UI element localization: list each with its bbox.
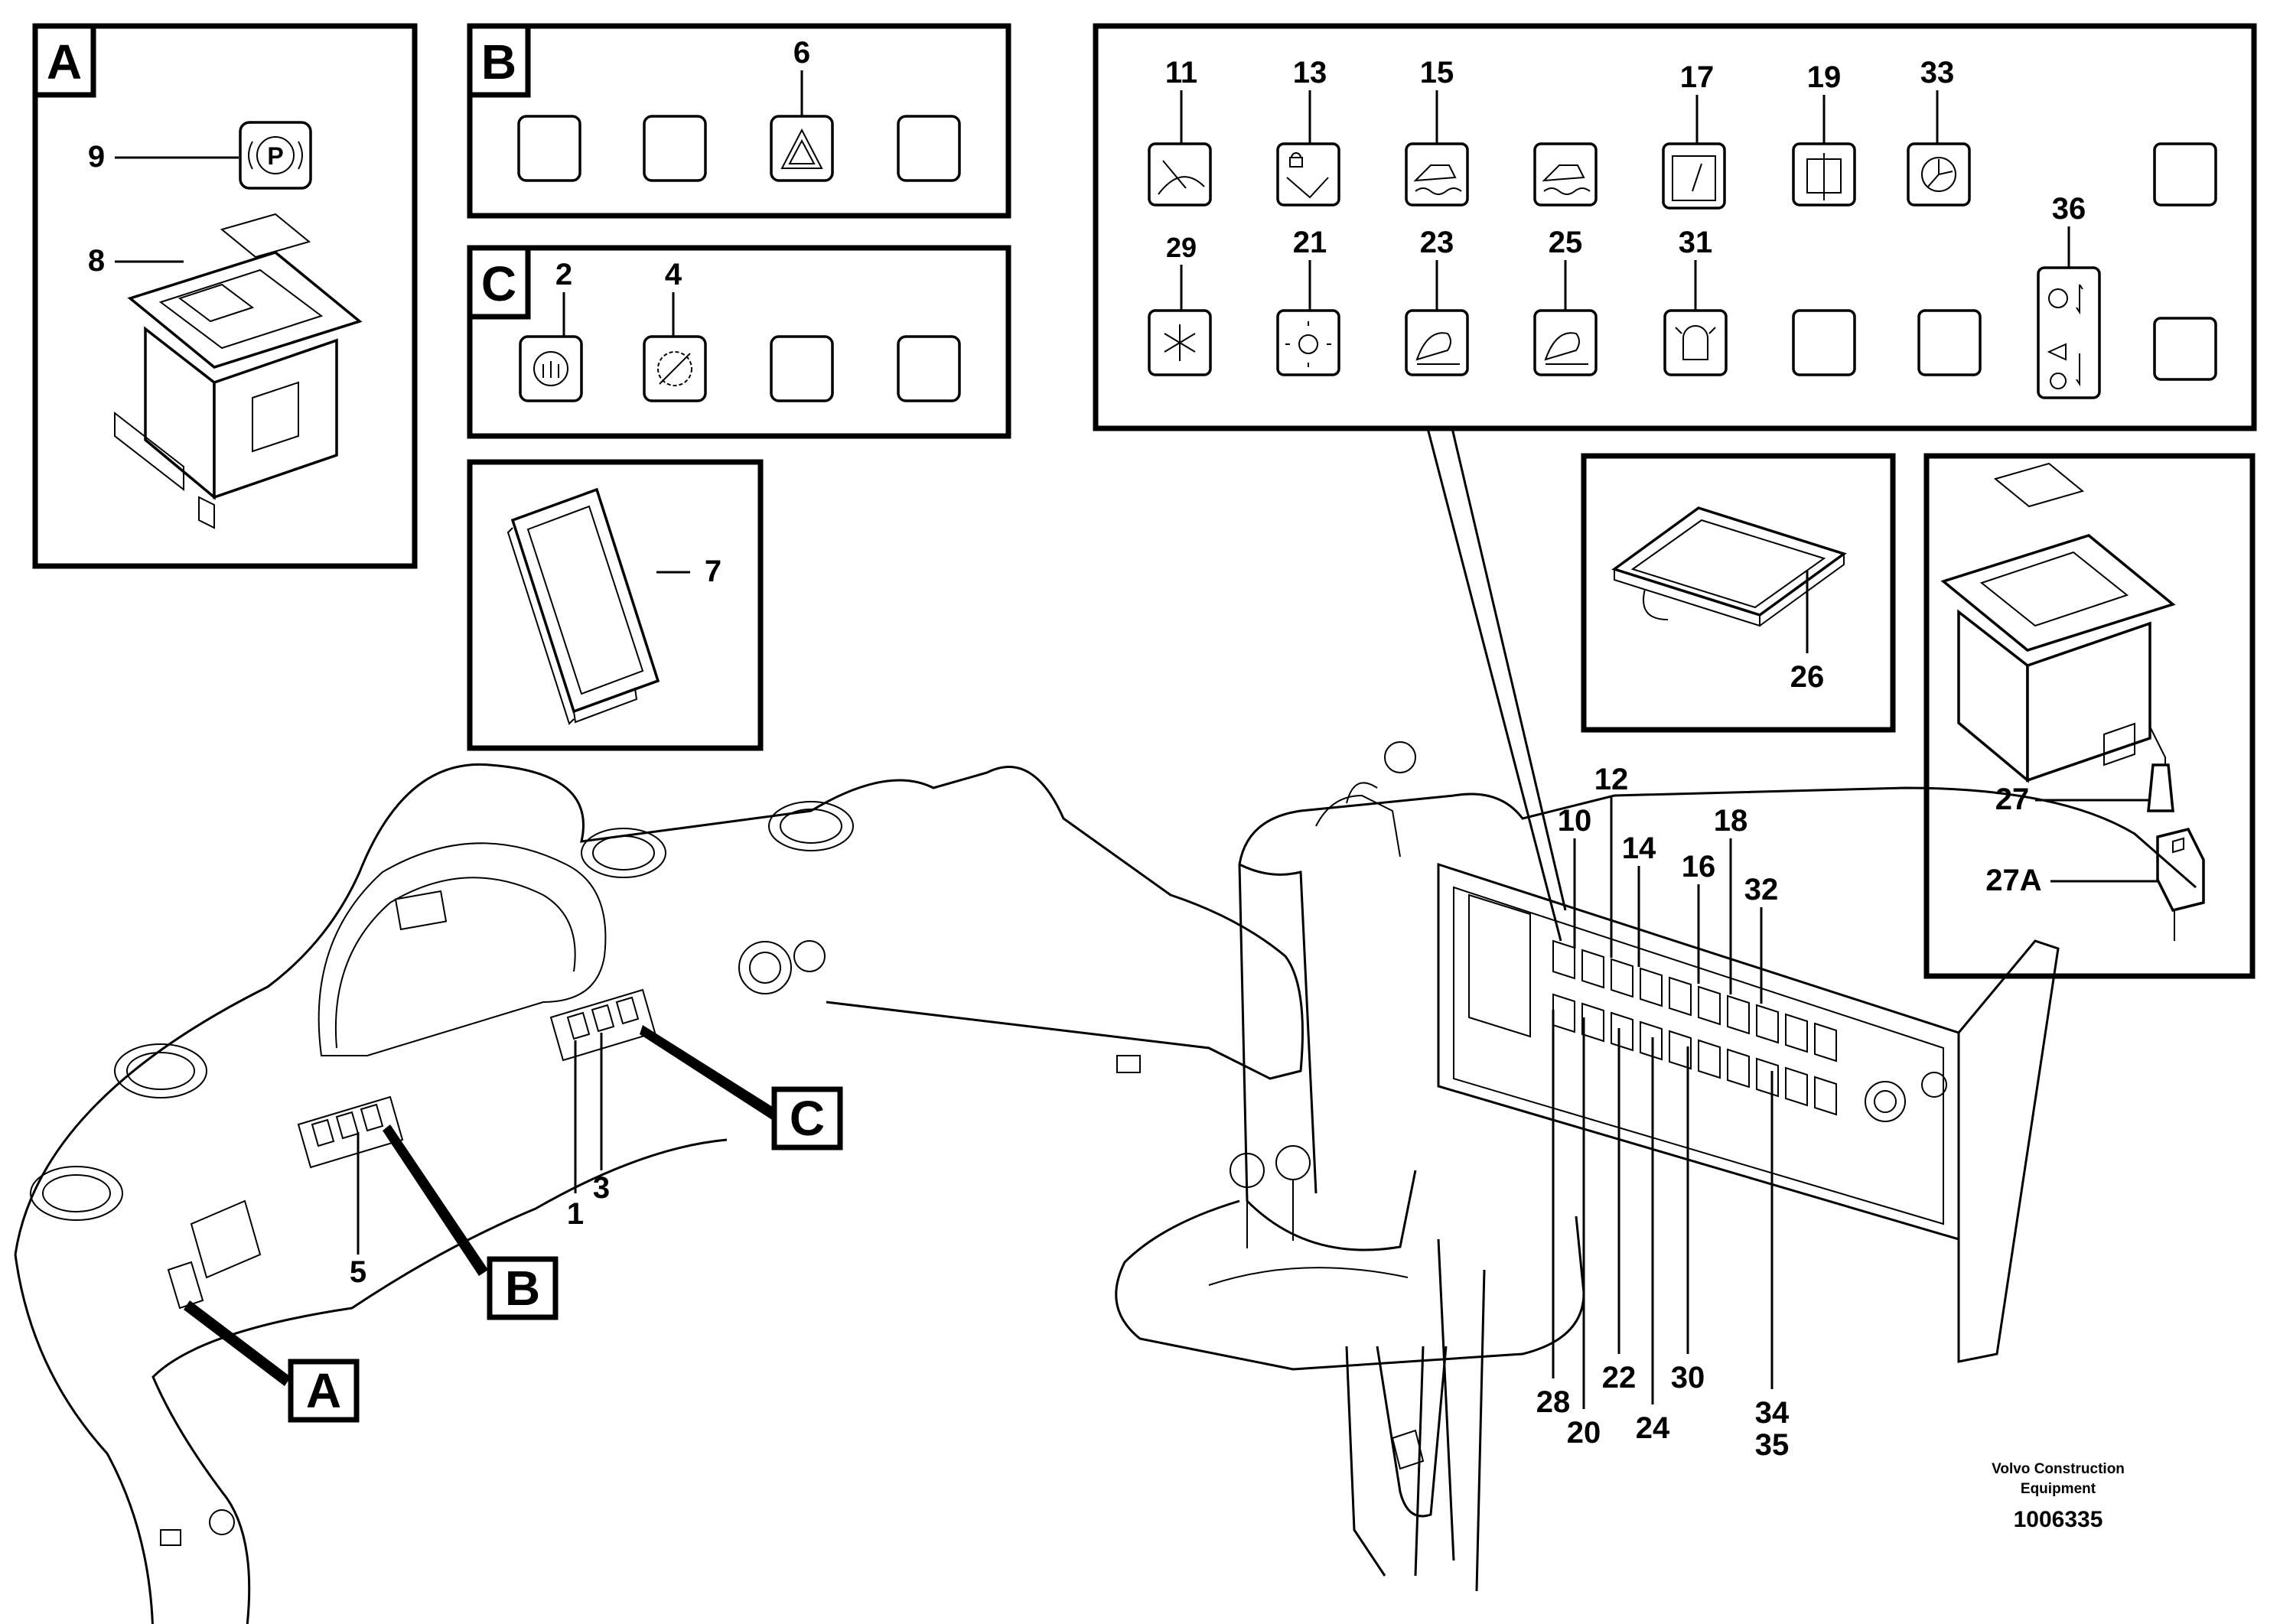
rocker-switch-drawing [114, 213, 363, 529]
blank-switch [1792, 309, 1856, 376]
right-console-assembly: 10 12 14 16 18 32 28 20 22 24 30 34 35 [1115, 741, 2197, 1592]
engine-preheat-icon [519, 335, 583, 402]
headlight-icon [1405, 309, 1469, 376]
blank-switch [897, 115, 961, 182]
hazard-warning-icon [770, 115, 834, 182]
callout-8: 8 [88, 244, 105, 278]
wiper-icon [1148, 142, 1212, 207]
callout-14: 14 [1622, 832, 1656, 865]
section-b-frame [487, 1256, 559, 1320]
box-d: 7 [467, 459, 764, 751]
lock-icon [1276, 142, 1340, 207]
box-a-letter-frame [32, 23, 96, 98]
blank-switch [897, 335, 961, 402]
callout-6: 6 [793, 36, 810, 70]
blank-switch [770, 335, 834, 402]
callout-26: 26 [1790, 660, 1825, 694]
callout-23: 23 [1420, 226, 1454, 259]
callout-12: 12 [1594, 763, 1629, 796]
callout-16: 16 [1682, 850, 1716, 884]
box-c: C 2 4 [467, 245, 1011, 439]
snowflake-icon [1148, 309, 1212, 376]
callout-25: 25 [1549, 226, 1583, 259]
section-a-letter: A [306, 1363, 341, 1418]
display-frame-drawing [1611, 506, 1847, 627]
company-line-2: Equipment [2021, 1481, 2096, 1497]
box-c-letter-frame [467, 245, 531, 320]
right-switch-row-upper [1552, 939, 1837, 1063]
callout-36: 36 [2052, 192, 2086, 226]
left-dashboard-assembly: 1 3 5 C B A [14, 763, 1304, 1624]
callout-15: 15 [1420, 56, 1454, 89]
work-light-icon [1276, 309, 1340, 376]
section-c-letter: C [790, 1091, 825, 1146]
callout-9: 9 [88, 140, 105, 174]
section-b-letter: B [505, 1261, 540, 1316]
callout-17: 17 [1680, 60, 1715, 94]
company-line-1: Volvo Construction [1992, 1461, 2125, 1477]
callout-24: 24 [1636, 1411, 1670, 1445]
panel-leader-lines [1426, 428, 1567, 942]
mirror-heat-icon [1792, 142, 1856, 207]
callout-5: 5 [350, 1255, 366, 1289]
callout-1: 1 [567, 1197, 584, 1231]
speed-selector-icon [2037, 266, 2101, 399]
callout-28: 28 [1536, 1385, 1571, 1419]
callout-19: 19 [1807, 60, 1842, 94]
callout-34: 34 [1755, 1396, 1790, 1430]
callout-4: 4 [665, 258, 682, 291]
section-c-frame [771, 1086, 843, 1150]
callout-20: 20 [1567, 1416, 1601, 1450]
rocker-switch-with-bulb-drawing [1940, 462, 2205, 941]
display-unit-drawing [506, 487, 660, 725]
blank-switch [2153, 317, 2217, 381]
callout-7: 7 [705, 555, 721, 588]
box-a-letter: A [47, 34, 82, 89]
float-position-alt-icon [1533, 142, 1598, 207]
box-b: B 6 [467, 23, 1011, 219]
blank-switch [2153, 142, 2217, 207]
footer: Volvo Construction Equipment 1006335 [1992, 1461, 2125, 1532]
svg-text:P: P [267, 142, 283, 170]
float-position-icon [1405, 142, 1469, 207]
callout-22: 22 [1602, 1361, 1637, 1395]
box-c-letter: C [481, 256, 516, 311]
parking-brake-icon: P [239, 121, 312, 190]
beacon-icon [1663, 309, 1728, 376]
blank-switch [1917, 309, 1982, 376]
callout-27A: 27A [1985, 864, 2041, 897]
box-b-letter-frame [467, 23, 531, 98]
section-a-frame [288, 1359, 360, 1423]
box-f: 27 27A [1923, 453, 2256, 979]
box-b-letter: B [481, 34, 516, 89]
box-a: A 9 P 8 [32, 23, 418, 569]
right-switch-row-lower [1552, 993, 1837, 1116]
headlight-alt-icon [1533, 309, 1598, 376]
callout-35: 35 [1755, 1428, 1790, 1462]
callout-3: 3 [593, 1171, 610, 1205]
callout-29: 29 [1166, 232, 1197, 263]
callout-30: 30 [1671, 1361, 1705, 1395]
callout-21: 21 [1293, 226, 1327, 259]
steering-icon [1907, 142, 1971, 207]
callout-33: 33 [1920, 56, 1955, 89]
box-e: 26 [1581, 453, 1896, 733]
callout-18: 18 [1714, 804, 1748, 838]
gear-off-icon [643, 335, 707, 402]
drawing-number: 1006335 [2014, 1507, 2103, 1532]
blank-switch [517, 115, 581, 182]
callout-11: 11 [1165, 56, 1197, 89]
callout-27: 27 [1995, 783, 2030, 816]
callout-2: 2 [555, 258, 572, 291]
callout-13: 13 [1293, 56, 1327, 89]
switch-panel-box: 11 13 15 17 19 33 [1093, 23, 2257, 431]
callout-10: 10 [1558, 804, 1592, 838]
callout-32: 32 [1744, 873, 1779, 906]
gauge-icon [1662, 142, 1726, 210]
callout-31: 31 [1679, 226, 1713, 259]
blank-switch [643, 115, 707, 182]
